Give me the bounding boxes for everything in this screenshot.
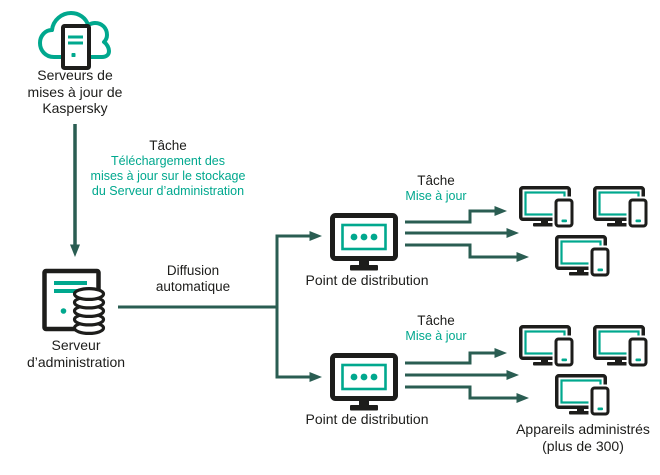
arrow-branch-to-dp-top — [275, 231, 322, 307]
diffusion-label: Diffusion automatique — [155, 263, 231, 294]
database-disks-icon — [72, 287, 106, 335]
monitor-stand — [577, 268, 584, 273]
managed-device-icon — [593, 325, 649, 367]
task-title: Tâche — [417, 173, 455, 188]
server-slot — [68, 35, 83, 39]
task-title: Tâche — [417, 313, 455, 328]
monitor-stand — [615, 358, 622, 363]
distribution-point-icon — [330, 353, 398, 411]
phone-icon — [628, 337, 648, 367]
managed-device-icon — [593, 186, 649, 228]
phone-icon — [554, 337, 574, 367]
screen-dots — [350, 373, 378, 381]
phone-home-button — [561, 358, 567, 362]
phone-icon — [628, 198, 648, 228]
arrow-dp-top-out-3 — [405, 243, 529, 262]
monitor-base — [607, 362, 630, 366]
managed-device-icon — [555, 235, 611, 277]
monitor-stand — [359, 258, 369, 266]
phone-home-button — [597, 407, 603, 411]
arrow-dp-bottom-out-1 — [405, 348, 507, 365]
monitor-base — [350, 265, 378, 271]
monitor-base — [533, 223, 556, 227]
monitor-stand — [615, 219, 622, 224]
managed-device-icon — [555, 374, 611, 416]
phone-home-button — [597, 268, 603, 272]
monitor-stand — [541, 219, 548, 224]
arrow-branch-to-dp-bottom — [275, 306, 322, 382]
task-name: Mise à jour — [405, 328, 467, 343]
arrow-dp-top-out-1 — [405, 206, 507, 224]
monitor-screen — [341, 363, 387, 391]
task-title: Tâche — [149, 138, 187, 153]
monitor-stand — [359, 398, 369, 406]
phone-home-button — [561, 219, 567, 223]
monitor-screen — [341, 223, 387, 251]
screen-dots — [350, 233, 378, 241]
phone-home-button — [635, 219, 641, 223]
server-slot — [68, 41, 83, 45]
arrow-dp-bottom-out-3 — [405, 385, 529, 403]
distribution-point-icon — [330, 213, 398, 271]
monitor-base — [350, 405, 378, 411]
monitor-base — [569, 272, 592, 276]
download-task-annotation: Tâche Téléchargement des mises à jour su… — [73, 138, 263, 199]
monitor-base — [533, 362, 556, 366]
distribution-point-label: Point de distribution — [305, 411, 429, 427]
cloud-icon — [38, 11, 111, 59]
server-led — [71, 53, 76, 57]
managed-device-icon — [519, 325, 575, 367]
admin-server-label: Serveur d’administration — [26, 337, 126, 370]
update-task-annotation: Tâche Mise à jour — [375, 313, 497, 344]
diffusion-annotation: Diffusion automatique — [133, 263, 253, 294]
monitor-base — [569, 411, 592, 415]
phone-icon — [554, 198, 574, 228]
distribution-point-label: Point de distribution — [305, 272, 429, 288]
task-name: Mise à jour — [405, 188, 467, 203]
phone-icon — [590, 386, 610, 416]
task-description: Téléchargement des mises à jour sur le s… — [90, 153, 246, 198]
admin-server-icon — [42, 268, 106, 335]
server-slot — [54, 289, 87, 293]
managed-device-icon — [519, 186, 575, 228]
monitor-stand — [577, 407, 584, 412]
kaspersky-update-servers-icon — [38, 11, 111, 70]
server-tower — [61, 24, 91, 70]
phone-home-button — [635, 358, 641, 362]
update-task-annotation: Tâche Mise à jour — [375, 173, 497, 204]
server-slot — [54, 281, 87, 285]
update-servers-label: Serveurs de mises à jour de Kaspersky — [27, 67, 123, 116]
phone-icon — [590, 247, 610, 277]
server-led — [60, 308, 67, 314]
monitor-base — [607, 223, 630, 227]
managed-devices-label: Appareils administrés (plus de 300) — [516, 421, 650, 454]
monitor-stand — [541, 358, 548, 363]
